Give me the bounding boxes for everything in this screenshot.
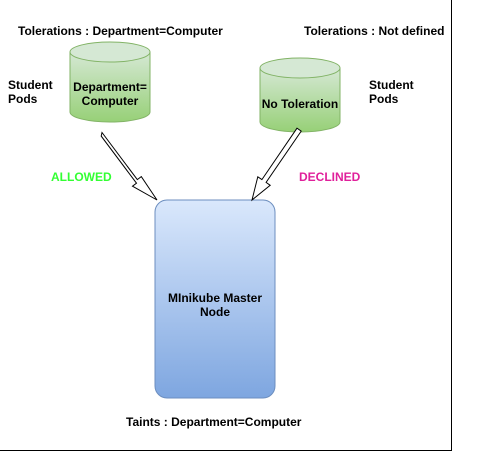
left-student-pods-label: Student Pods: [8, 78, 53, 106]
left-pod-cylinder: [69, 41, 151, 123]
right-frame-line: [451, 0, 452, 451]
master-node-box: [154, 199, 276, 399]
left-cylinder-label: Department= Computer: [70, 80, 150, 108]
right-student-pods-line-2: Pods: [369, 92, 399, 106]
right-pod-cylinder: [259, 57, 341, 133]
taints-label: Taints : Department=Computer: [126, 415, 302, 429]
declined-label: DECLINED: [299, 170, 361, 184]
master-node-label: MInikube Master Node: [155, 291, 275, 319]
right-student-pods-line-1: Student: [369, 78, 414, 92]
left-student-pods-line-2: Pods: [8, 92, 38, 106]
left-cylinder-line-1: Department=: [73, 80, 147, 94]
right-student-pods-label: Student Pods: [369, 78, 414, 106]
allowed-label: ALLOWED: [51, 170, 112, 184]
left-student-pods-line-1: Student: [8, 78, 53, 92]
right-tolerations-label: Tolerations : Not defined: [304, 24, 445, 38]
left-tolerations-label: Tolerations : Department=Computer: [18, 24, 223, 38]
allowed-arrow: [100, 131, 158, 201]
declined-arrow: [251, 127, 302, 202]
master-node-line-1: MInikube Master: [167, 291, 263, 305]
left-cylinder-line-2: Computer: [81, 94, 139, 108]
right-cylinder-label: No Toleration: [261, 97, 339, 111]
master-node-line-2: Node: [200, 305, 230, 319]
